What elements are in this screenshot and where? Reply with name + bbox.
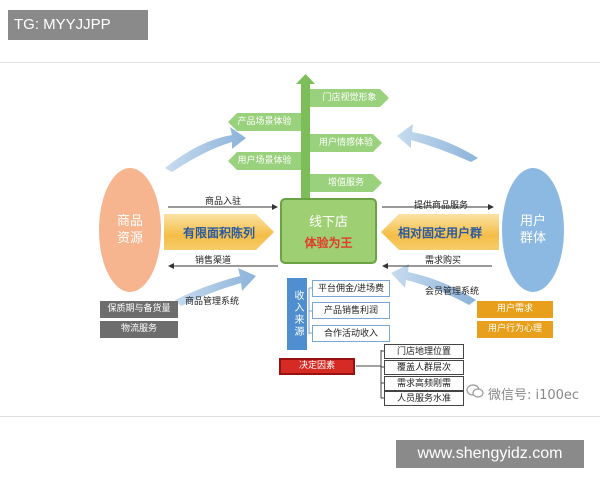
pillar-label-user-scene: 用户场景体验 xyxy=(228,152,301,170)
factor-location: 门店地理位置 xyxy=(384,344,464,359)
pillar-label-emotion: 用户情感体验 xyxy=(310,134,382,152)
flow-head-left-bottom xyxy=(168,263,174,269)
wechat-icon xyxy=(466,384,484,398)
flow-member-system: 会员管理系统 xyxy=(425,287,480,297)
factor-coverage: 覆盖人群层次 xyxy=(384,360,464,375)
factor-service: 人员服务水准 xyxy=(384,391,464,406)
central-pillar xyxy=(301,82,310,200)
site-watermark: www.shengyidz.com xyxy=(396,440,584,468)
center-subtitle: 体验为王 xyxy=(304,236,353,250)
decisive-factors-label: 决定因素 xyxy=(279,358,355,375)
center-title: 线下店 xyxy=(308,215,348,230)
pillar-top xyxy=(296,74,315,84)
tag-user-needs: 用户需求 xyxy=(477,301,553,318)
arrow-left-lower xyxy=(175,268,256,306)
flow-head-right-bottom xyxy=(382,263,388,269)
arrow-right-upper xyxy=(397,124,478,162)
income-source-label: 收入来源 xyxy=(287,278,307,350)
income-product-profit: 产品销售利润 xyxy=(312,302,390,319)
arrow-right-lower xyxy=(391,264,476,305)
fixed-users-banner: 相对固定用户群 xyxy=(381,214,499,250)
arrow-left-upper xyxy=(165,127,246,172)
tag-shelf-life: 保质期与备货量 xyxy=(100,301,178,318)
user-group-ellipse: 用户 群体 xyxy=(502,168,564,292)
goods-resource-ellipse: 商品 资源 xyxy=(99,168,161,292)
bottom-divider xyxy=(0,416,600,417)
flow-goods-system: 商品管理系统 xyxy=(185,297,240,307)
pillar-label-value-added: 增值服务 xyxy=(310,174,382,192)
flow-sales-channel: 销售渠道 xyxy=(195,256,232,266)
flow-head-left-top xyxy=(272,204,278,210)
factor-frequency: 需求高频刚需 xyxy=(384,376,464,391)
income-cooperation: 合作活动收入 xyxy=(312,325,390,342)
income-commission: 平台佣金/进场费 xyxy=(312,280,390,297)
pillar-label-product-scene: 产品场景体验 xyxy=(228,113,301,131)
tag-user-behavior: 用户行为心理 xyxy=(477,321,553,338)
limited-display-banner: 有限面积陈列 xyxy=(164,214,274,250)
top-divider xyxy=(0,62,600,63)
flow-demand-purchase: 需求购买 xyxy=(425,256,462,266)
flow-provide-service: 提供商品服务 xyxy=(414,201,469,211)
pillar-label-store-image: 门店视觉形象 xyxy=(310,89,389,107)
wechat-watermark: 微信号: i100ec xyxy=(488,388,580,403)
watermark-tag: TG: MYYJJPP xyxy=(8,10,148,40)
offline-store-box: 线下店 体验为王 xyxy=(280,198,377,264)
flow-goods-entry: 商品入驻 xyxy=(205,197,242,207)
tag-logistics: 物流服务 xyxy=(100,321,178,338)
flow-head-right-top xyxy=(488,204,494,210)
